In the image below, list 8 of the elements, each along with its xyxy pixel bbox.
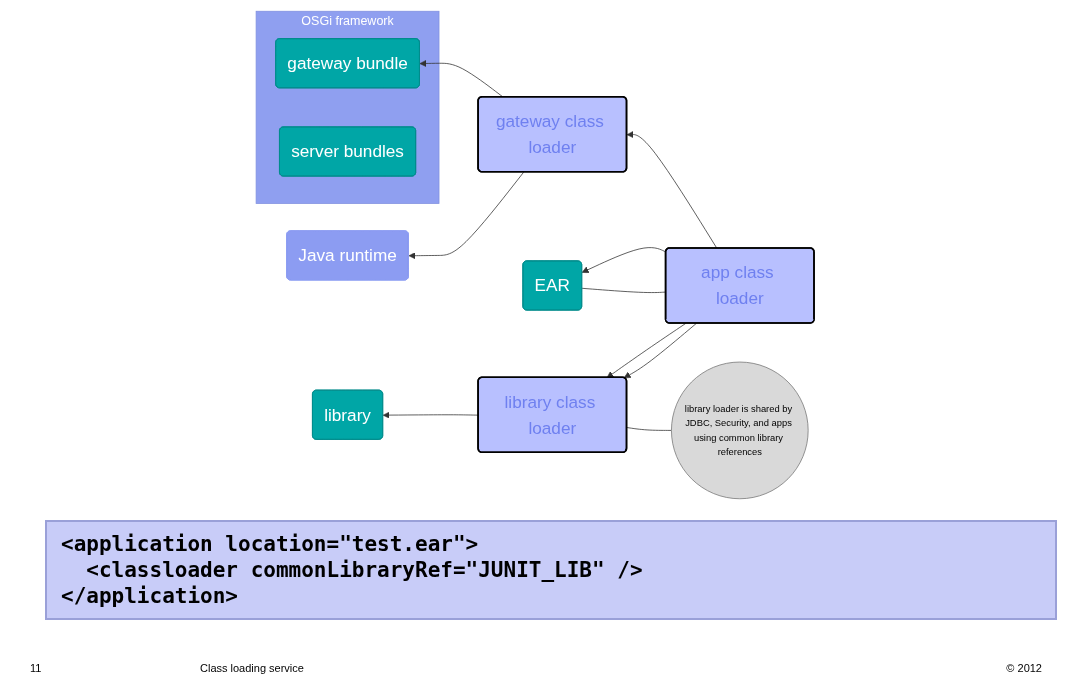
code-line: <application location="test.ear"> [61, 532, 480, 556]
footer-title: Class loading service [200, 662, 304, 674]
copyright-note: © 2012 [1006, 662, 1042, 674]
code-line: <classloader commonLibraryRef="JUNIT_LIB" /> [85, 558, 644, 582]
code-line: </application> [61, 584, 239, 608]
node-circle: library loader is shared by JDBC, Security, and apps using common library references [671, 361, 809, 500]
page-number: 11 [30, 662, 42, 674]
connector [626, 427, 672, 431]
